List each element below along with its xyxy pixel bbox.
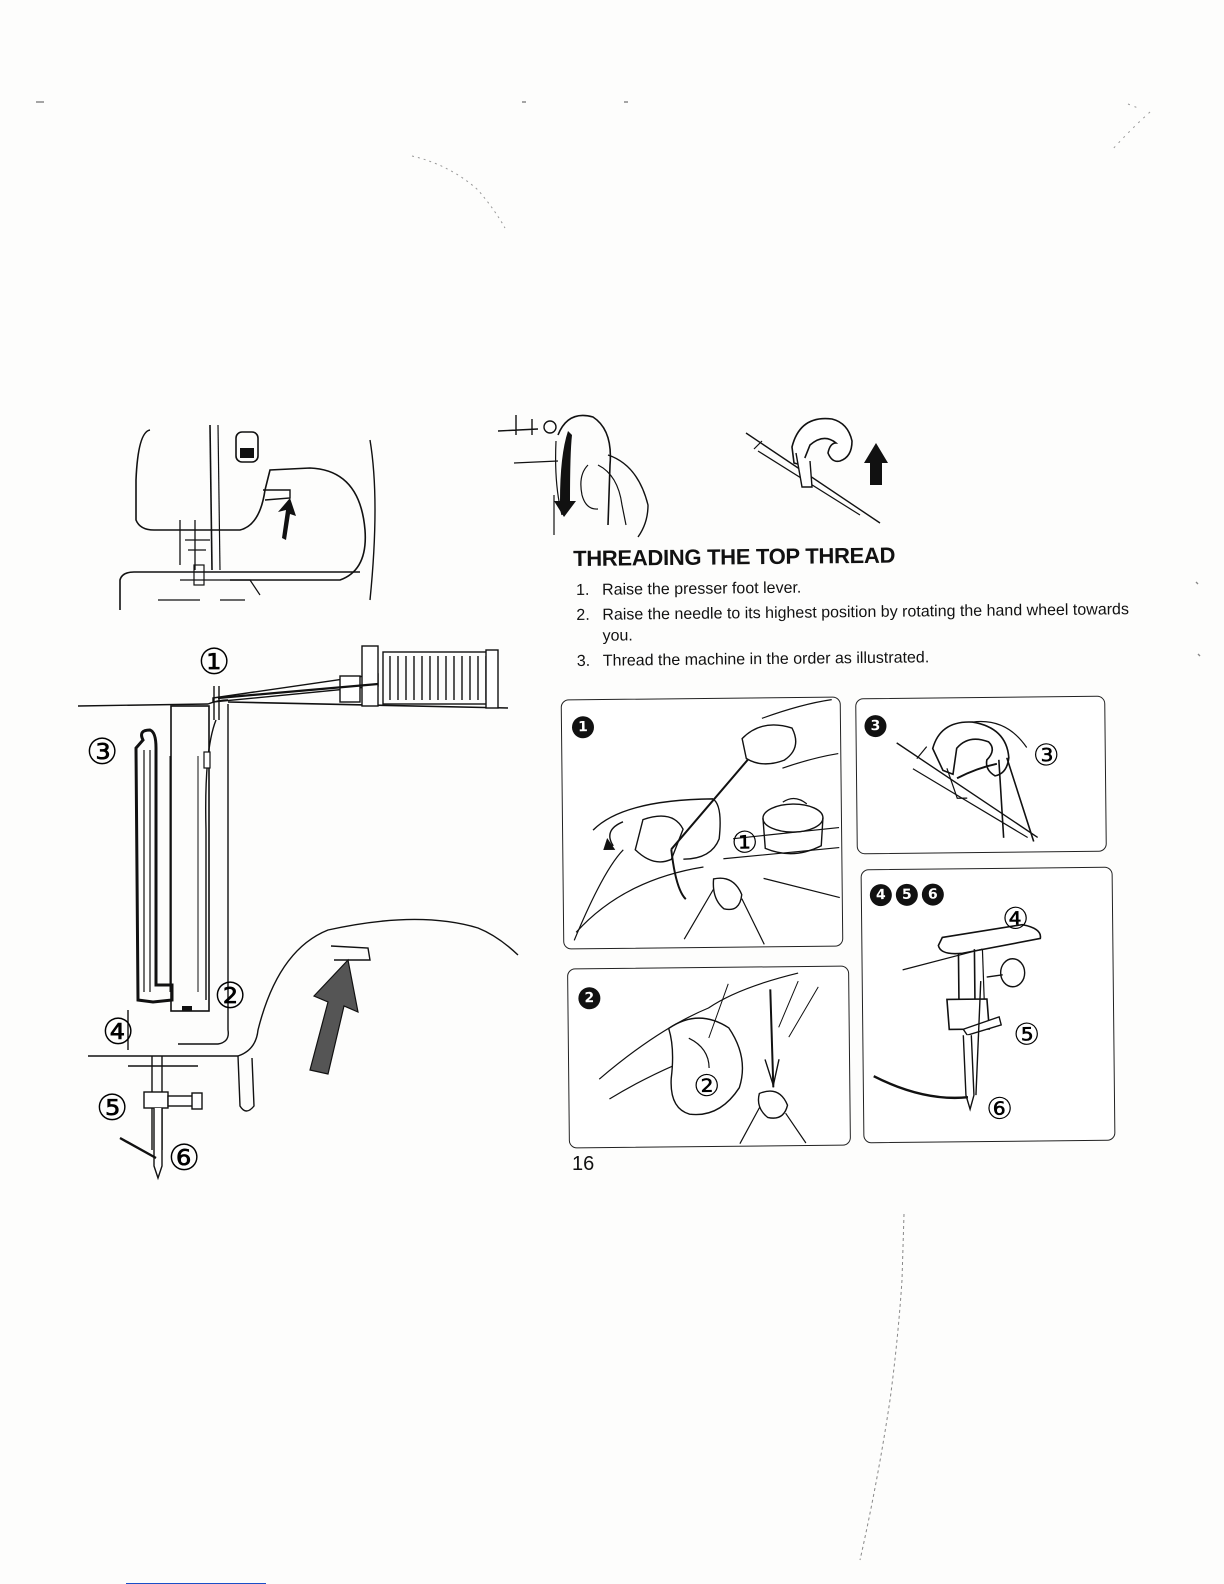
scan-artifact-marks: [0, 0, 1224, 1584]
